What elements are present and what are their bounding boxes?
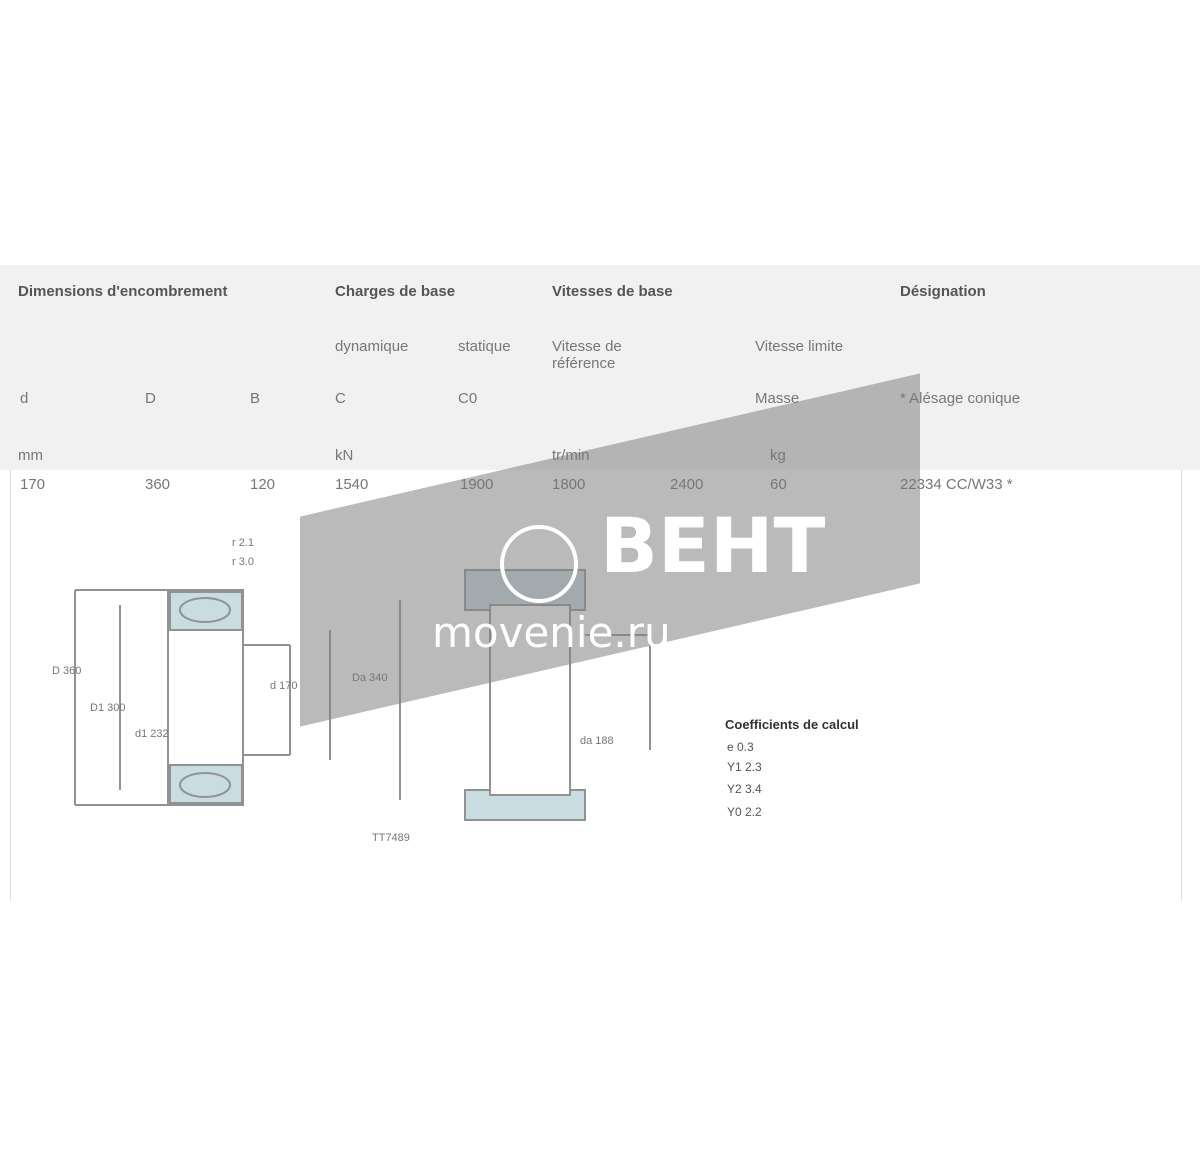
watermark-site: movenie.ru [432, 608, 671, 657]
col-alesage: * Alésage conique [900, 390, 1021, 407]
header-dynamique: dynamique [335, 338, 409, 355]
unit-kg: kg [770, 447, 786, 464]
label-r1: r 2.1 [232, 537, 255, 549]
label-da: da 188 [580, 735, 614, 747]
header-dimensions: Dimensions d'encombrement [18, 283, 228, 300]
header-masse: Masse [755, 390, 800, 407]
col-d: d [20, 390, 29, 407]
calc-e: e 0.3 [727, 740, 754, 754]
calc-y0: Y0 2.2 [727, 805, 762, 819]
unit-mm: mm [18, 447, 43, 464]
label-d1: d1 232 [135, 728, 169, 740]
cell-masse: 60 [770, 476, 787, 493]
label-Da: Da 340 [352, 672, 388, 684]
cell-D: 360 [145, 476, 171, 493]
cell-vref: 1800 [552, 476, 586, 493]
cell-C0: 1900 [460, 476, 494, 493]
calc-title: Coefficients de calcul [725, 717, 859, 732]
cell-vlim: 2400 [670, 476, 704, 493]
table-row [10, 470, 1182, 900]
table-header [0, 265, 1200, 470]
label-D1: D1 300 [90, 702, 126, 714]
col-D: D [145, 390, 156, 407]
cell-designation: 22334 CC/W33 * [900, 476, 1013, 493]
cell-C: 1540 [335, 476, 369, 493]
label-d: d 170 [270, 680, 298, 692]
drawing-code: TT7489 [372, 832, 410, 844]
header-statique: statique [458, 338, 511, 355]
unit-rpm: tr/min [552, 447, 590, 464]
label-r2: r 3.0 [232, 556, 255, 568]
col-C0: C0 [458, 390, 478, 407]
unit-kn: kN [335, 447, 354, 464]
header-designation: Désignation [900, 283, 986, 300]
cell-B: 120 [250, 476, 276, 493]
calc-y1: Y1 2.3 [727, 760, 762, 774]
header-vitesse-lim: Vitesse limite [755, 338, 844, 355]
header-vitesse-ref: Vitesse de référence [552, 338, 622, 372]
watermark-logo-icon [500, 525, 578, 603]
header-charges: Charges de base [335, 283, 456, 300]
cell-d: 170 [20, 476, 46, 493]
label-D: D 360 [52, 665, 82, 677]
calc-y2: Y2 3.4 [727, 782, 762, 796]
col-C: C [335, 390, 346, 407]
header-vitesses: Vitesses de base [552, 283, 673, 300]
col-B: B [250, 390, 261, 407]
watermark-brand: ВЕНТ [600, 501, 826, 590]
